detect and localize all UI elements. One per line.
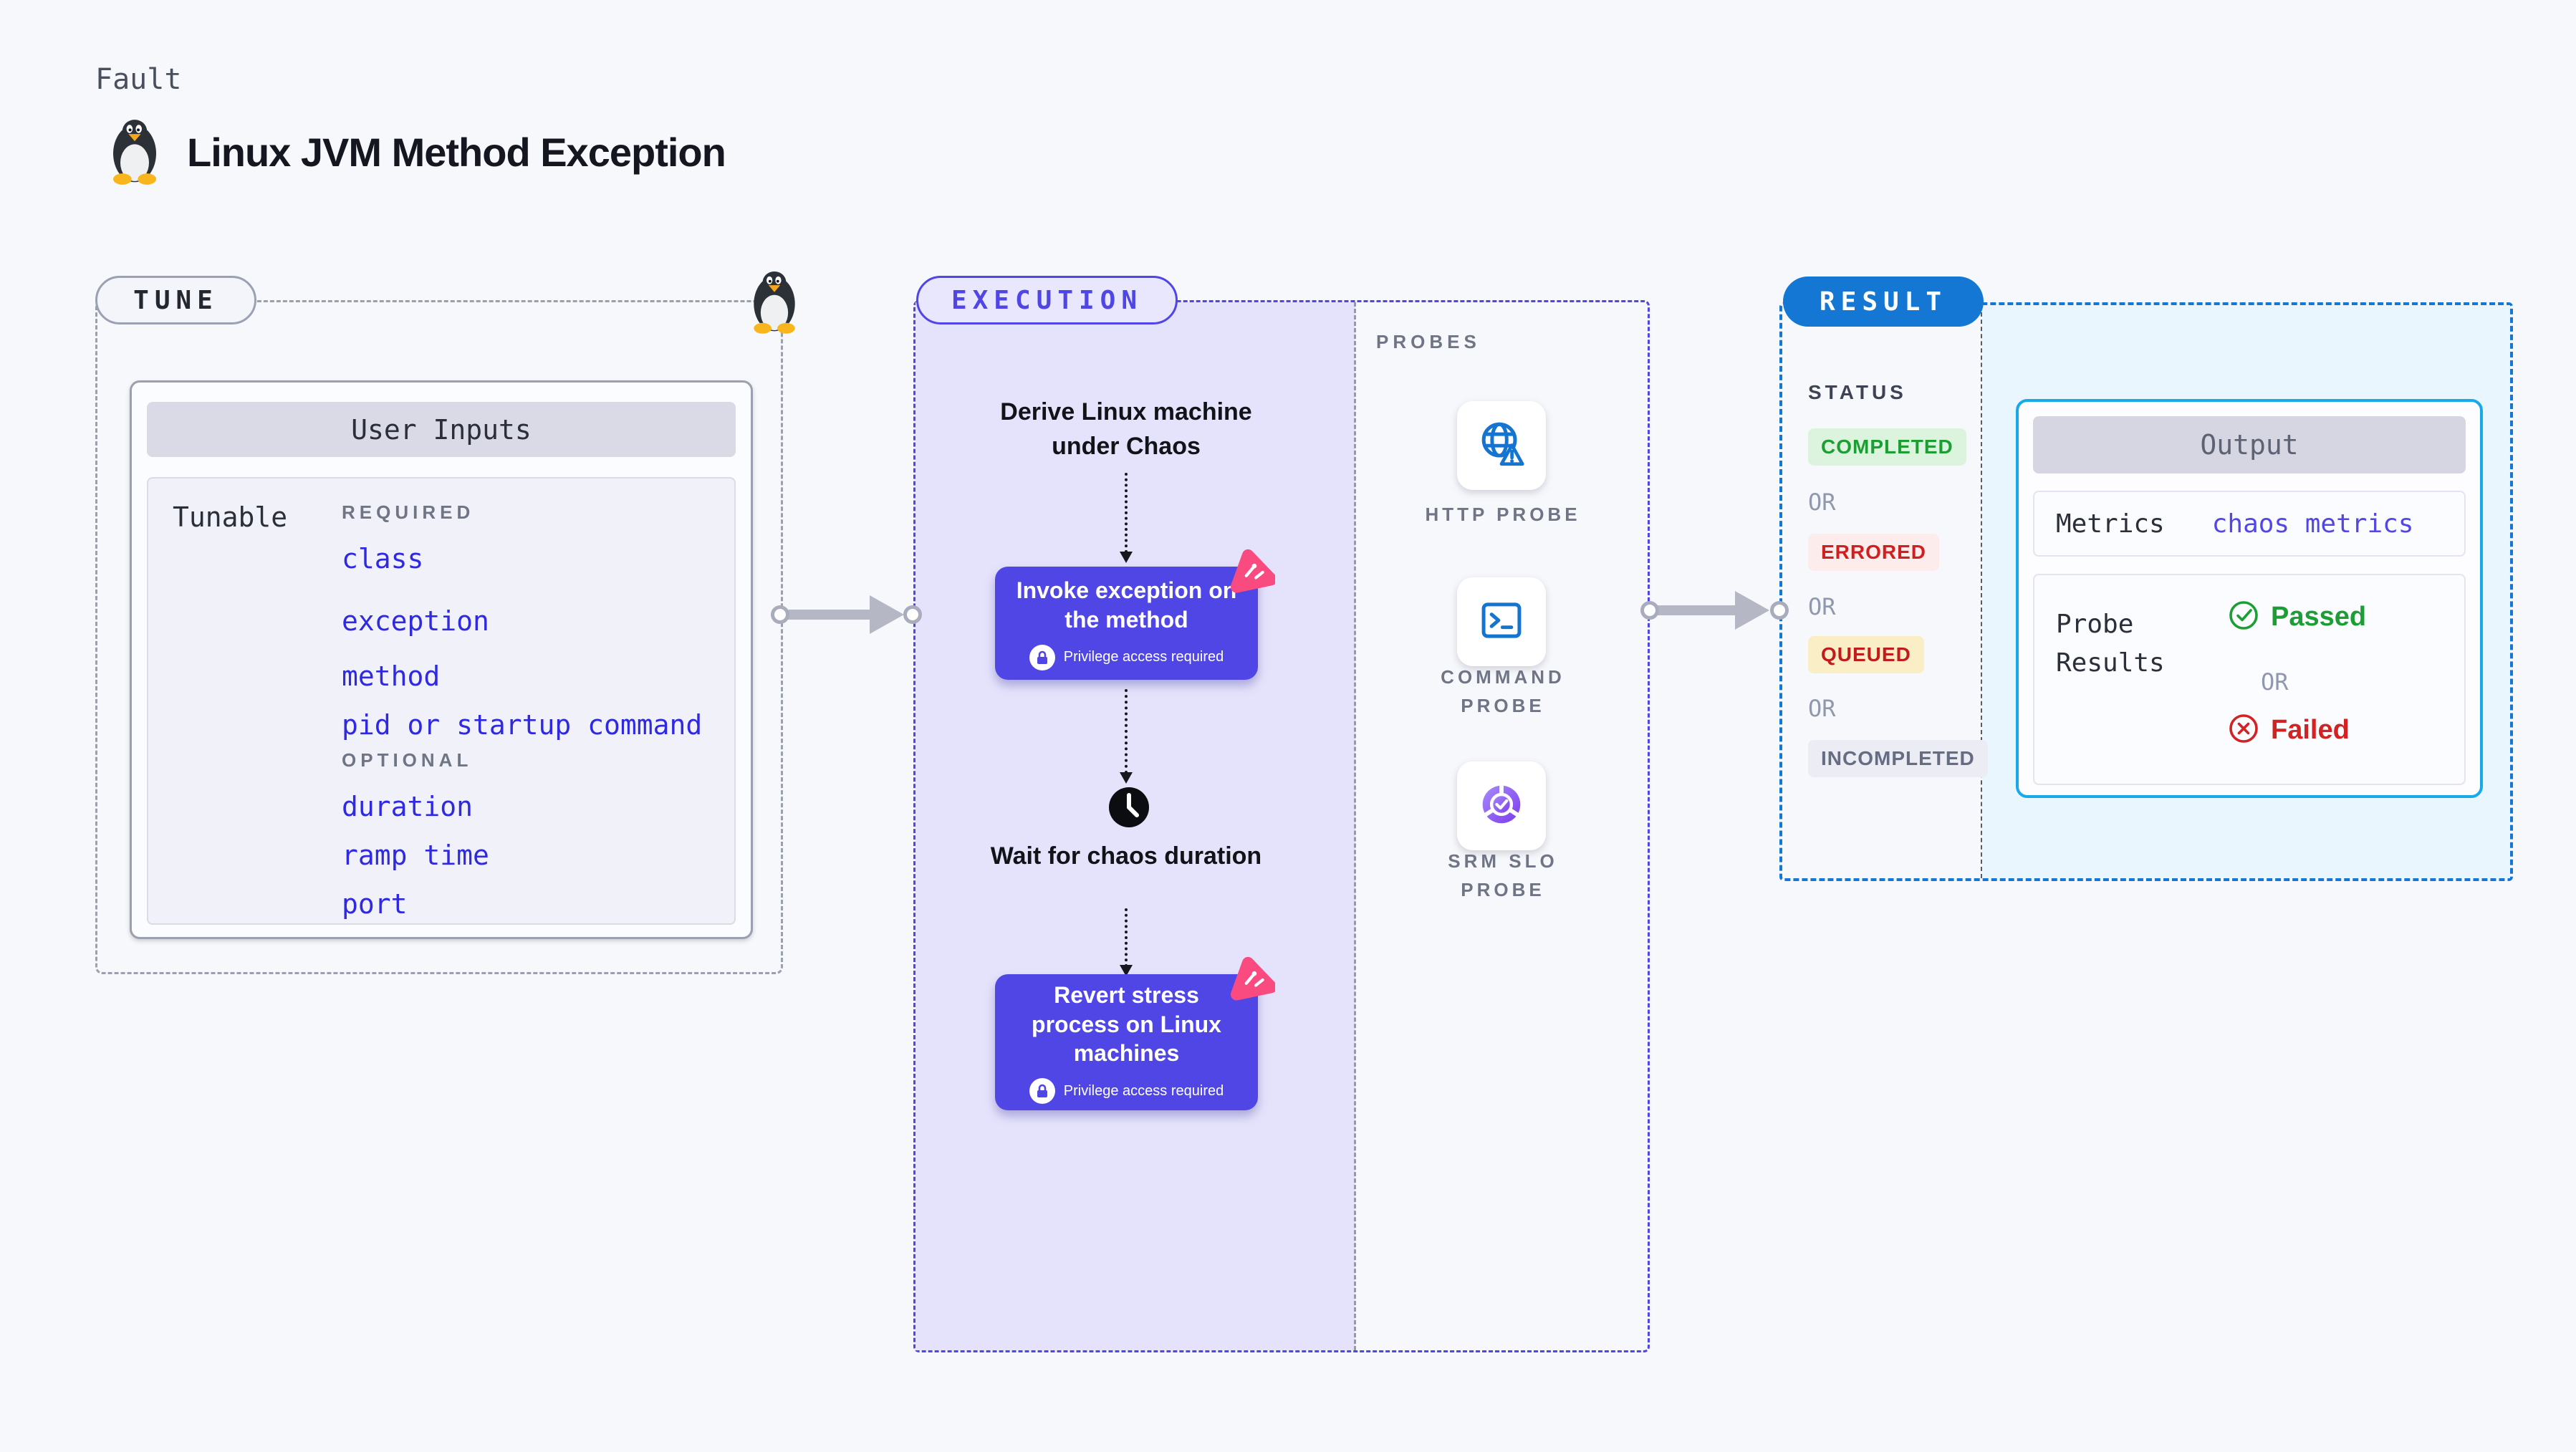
tunable-link-class[interactable]: class bbox=[342, 543, 424, 574]
slo-donut-check-icon bbox=[1474, 777, 1529, 835]
srm-slo-probe-label: SRM SLO PROBE bbox=[1448, 850, 1558, 901]
privilege-row: Privilege access required bbox=[1029, 644, 1224, 670]
privilege-note: Privilege access required bbox=[1063, 649, 1224, 665]
connector-dot bbox=[1770, 601, 1789, 620]
privilege-row: Privilege access required bbox=[1029, 1078, 1224, 1105]
result-divider bbox=[1981, 305, 1982, 878]
or-label: OR bbox=[1808, 695, 1836, 722]
or-label: OR bbox=[2261, 668, 2289, 696]
tunable-link-exception[interactable]: exception bbox=[342, 605, 489, 637]
or-label: OR bbox=[1808, 489, 1836, 516]
connector-dot bbox=[1640, 601, 1659, 620]
tux-penguin-small-icon bbox=[745, 266, 804, 339]
tunable-link-pid[interactable]: pid or startup command bbox=[342, 709, 703, 741]
command-probe-label: COMMAND PROBE bbox=[1441, 666, 1565, 717]
output-card: Output Metrics chaos metrics Probe Resul… bbox=[2016, 399, 2483, 798]
terminal-icon bbox=[1476, 595, 1527, 650]
failed-label: Failed bbox=[2271, 715, 2350, 745]
probes-divider bbox=[1354, 302, 1356, 1350]
probe-results-label: Probe Results bbox=[2056, 610, 2165, 678]
chaos-metrics-link[interactable]: chaos metrics bbox=[2211, 509, 2414, 539]
wait-step-label: Wait for chaos duration bbox=[990, 842, 1262, 870]
status-chip-completed: COMPLETED bbox=[1808, 428, 1966, 466]
probe-results-row: Probe Results Passed OR Failed bbox=[2033, 574, 2466, 785]
execution-badge: EXECUTION bbox=[916, 276, 1178, 324]
flow-arrowhead bbox=[1120, 552, 1133, 563]
flow-connector bbox=[1125, 908, 1128, 967]
optional-section-label: OPTIONAL bbox=[342, 749, 473, 771]
required-section-label: REQUIRED bbox=[342, 501, 475, 523]
flow-connector bbox=[1125, 473, 1128, 553]
tunable-link-method[interactable]: method bbox=[342, 660, 441, 692]
flow-arrowhead bbox=[1120, 965, 1133, 976]
lock-icon bbox=[1029, 1078, 1055, 1105]
tunable-link-ramp-time[interactable]: ramp time bbox=[342, 840, 489, 871]
chaos-fault-icon bbox=[1228, 956, 1277, 1003]
tune-badge: TUNE bbox=[95, 276, 256, 324]
x-circle-icon bbox=[2228, 713, 2259, 748]
metrics-row: Metrics chaos metrics bbox=[2033, 491, 2466, 557]
invoke-exception-label: Invoke exception on the method bbox=[1016, 577, 1237, 633]
tunable-link-port[interactable]: port bbox=[342, 888, 408, 920]
flow-connector bbox=[1125, 689, 1128, 774]
lock-icon bbox=[1029, 644, 1055, 670]
chaos-fault-icon bbox=[1228, 548, 1277, 595]
tune-to-execution-arrow bbox=[788, 610, 875, 620]
passed-label: Passed bbox=[2271, 602, 2367, 632]
srm-slo-probe-card[interactable] bbox=[1457, 761, 1546, 850]
failed-row: Failed bbox=[2228, 713, 2350, 748]
status-chip-errored: ERRORED bbox=[1808, 534, 1940, 571]
http-probe-card[interactable] bbox=[1457, 401, 1546, 490]
execution-to-result-arrow bbox=[1658, 605, 1741, 615]
status-label: STATUS bbox=[1808, 381, 1907, 403]
status-chip-incompleted: INCOMPLETED bbox=[1808, 740, 1988, 777]
fault-label: Fault bbox=[95, 63, 182, 96]
derive-step-label: Derive Linux machine under Chaos bbox=[1000, 398, 1252, 460]
tune-to-execution-arrowhead bbox=[870, 595, 904, 634]
probes-section-label: PROBES bbox=[1376, 331, 1481, 352]
metrics-label: Metrics bbox=[2056, 509, 2165, 539]
tune-region bbox=[95, 300, 783, 974]
globe-alert-icon bbox=[1474, 417, 1529, 475]
revert-stress-label: Revert stress process on Linux machines bbox=[1032, 981, 1221, 1067]
privilege-note: Privilege access required bbox=[1063, 1082, 1224, 1099]
execution-to-result-arrowhead bbox=[1735, 591, 1769, 630]
connector-dot bbox=[771, 605, 789, 624]
tunable-label: Tunable bbox=[173, 501, 288, 533]
status-chip-queued: QUEUED bbox=[1808, 636, 1924, 673]
output-card-header: Output bbox=[2033, 416, 2466, 473]
command-probe-card[interactable] bbox=[1457, 577, 1546, 666]
user-inputs-body bbox=[147, 477, 736, 925]
user-inputs-header: User Inputs bbox=[147, 402, 736, 457]
result-badge: RESULT bbox=[1783, 277, 1984, 327]
tunable-link-duration[interactable]: duration bbox=[342, 791, 474, 822]
invoke-exception-node[interactable]: Invoke exception on the method Privilege… bbox=[995, 549, 1277, 680]
or-label: OR bbox=[1808, 593, 1836, 620]
page-title: Linux JVM Method Exception bbox=[187, 130, 726, 175]
clock-icon bbox=[1107, 786, 1150, 832]
connector-dot bbox=[903, 605, 922, 624]
passed-row: Passed bbox=[2228, 600, 2366, 635]
check-circle-icon bbox=[2228, 600, 2259, 635]
tux-penguin-icon bbox=[104, 115, 165, 190]
title-row: Linux JVM Method Exception bbox=[104, 115, 726, 190]
revert-stress-node[interactable]: Revert stress process on Linux machines … bbox=[995, 956, 1277, 1110]
flow-arrowhead bbox=[1120, 772, 1133, 784]
http-probe-label: HTTP PROBE bbox=[1425, 504, 1581, 525]
